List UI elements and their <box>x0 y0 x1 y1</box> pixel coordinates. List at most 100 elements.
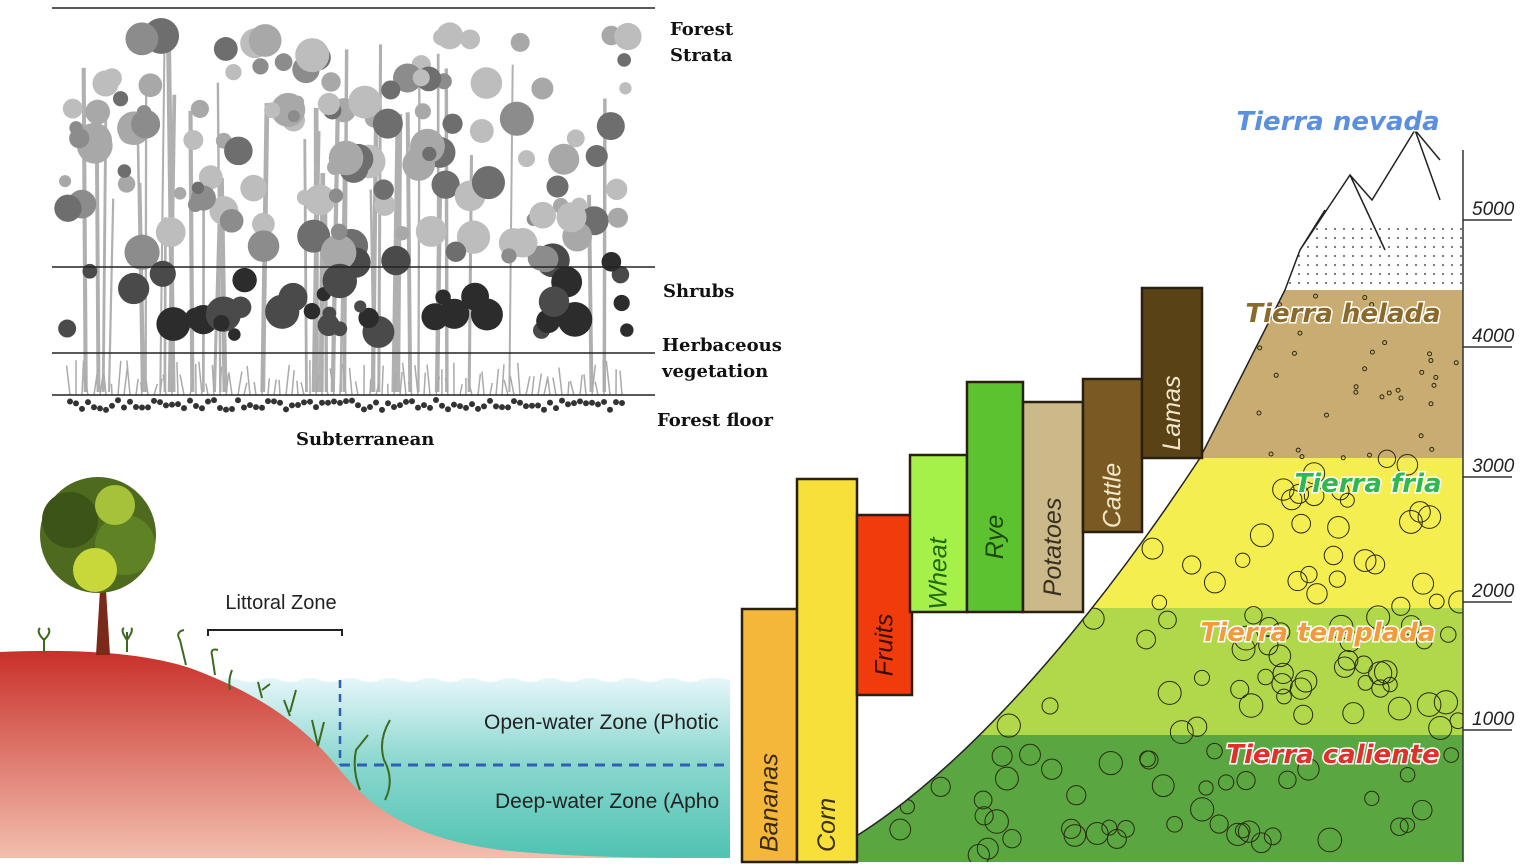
foliage <box>422 146 437 162</box>
floor-litter <box>619 399 625 406</box>
vegetation-mark <box>975 620 1000 645</box>
vegetation-mark <box>1401 615 1422 636</box>
floor-litter <box>469 401 475 408</box>
vegetation-mark <box>1272 478 1295 501</box>
floor-litter <box>157 399 163 406</box>
forest-strata-diagram: Forest Strata Shrubs Herbaceous vegetati… <box>52 7 782 450</box>
label-herbaceous: Herbaceous <box>662 335 782 356</box>
vegetation-mark <box>1390 817 1409 836</box>
vegetation-mark <box>884 424 890 430</box>
floor-litter <box>259 404 265 411</box>
tree-trunk <box>107 198 115 393</box>
vegetation-mark <box>1002 829 1022 849</box>
foliage <box>470 298 503 331</box>
vegetation-mark <box>974 806 994 826</box>
foliage <box>183 130 204 151</box>
grass <box>123 366 129 396</box>
grass <box>381 365 384 396</box>
grass <box>145 380 149 396</box>
floor-litter <box>127 398 133 405</box>
label-forest-floor: Forest floor <box>657 410 774 431</box>
vegetation-mark <box>1209 814 1229 834</box>
floor-litter <box>577 398 583 405</box>
vegetation-mark <box>1416 692 1442 717</box>
floor-litter <box>67 398 73 405</box>
vegetation-mark <box>958 394 964 400</box>
foliage <box>445 241 467 262</box>
vegetation-mark <box>1237 820 1261 843</box>
vegetation-mark <box>1206 742 1223 760</box>
vegetation-mark <box>882 370 888 376</box>
foliage <box>517 150 536 168</box>
vegetation-mark <box>1428 593 1445 610</box>
vegetation-mark <box>1368 661 1393 686</box>
vegetation-mark <box>886 379 892 385</box>
product-bar-lamas <box>1140 286 1204 460</box>
foliage <box>392 63 422 93</box>
foliage <box>585 145 608 168</box>
floor-litter <box>589 399 595 406</box>
floor-litter <box>193 402 199 409</box>
floor-litter <box>607 406 613 413</box>
grass <box>369 379 372 396</box>
grass <box>159 378 163 396</box>
grass <box>495 368 500 396</box>
grass <box>324 380 329 396</box>
vegetation-mark <box>1431 382 1437 388</box>
vegetation-mark <box>1440 626 1457 643</box>
foliage <box>469 119 494 143</box>
grass <box>153 383 159 396</box>
vegetation-mark <box>1323 545 1344 566</box>
grass <box>537 373 543 396</box>
vegetation-mark <box>965 703 988 726</box>
vegetation-mark <box>994 370 1000 376</box>
grass <box>503 379 509 396</box>
vegetation-mark <box>1428 358 1434 364</box>
vegetation-mark <box>1364 790 1380 807</box>
vegetation-mark <box>1198 780 1214 796</box>
foliage <box>54 194 82 222</box>
vegetation-mark <box>1166 815 1183 833</box>
grass <box>435 376 441 396</box>
vegetation-mark <box>1244 606 1263 625</box>
grass <box>176 362 179 396</box>
grass <box>414 365 419 396</box>
floor-litter <box>151 397 157 404</box>
foliage <box>395 226 410 241</box>
foliage <box>546 175 569 198</box>
grass <box>342 363 347 396</box>
vegetation-mark <box>950 341 956 347</box>
vegetation-mark <box>1226 822 1250 846</box>
foliage <box>613 294 630 312</box>
vegetation-mark <box>1409 501 1431 523</box>
floor-litter <box>349 397 355 404</box>
vegetation-mark <box>1268 451 1274 457</box>
floor-litter <box>481 403 487 410</box>
floor-litter <box>451 401 457 408</box>
foliage <box>330 223 348 241</box>
floor-litter <box>175 401 181 408</box>
floor-litter <box>103 406 109 413</box>
foliage <box>606 178 628 201</box>
vegetation-mark <box>1151 774 1175 798</box>
foliage <box>557 302 593 337</box>
floor-litter <box>421 402 427 409</box>
vegetation-mark <box>1190 797 1215 822</box>
foliage <box>619 82 632 95</box>
foliage <box>320 234 357 271</box>
foliage <box>617 53 631 67</box>
floor-litter <box>247 402 253 409</box>
grass <box>552 377 557 396</box>
tree-trunk <box>81 67 88 393</box>
product-bar-wheat <box>908 453 969 614</box>
vegetation-mark <box>1366 605 1391 630</box>
vegetation-mark <box>1449 712 1463 730</box>
vegetation-mark <box>1297 758 1320 781</box>
vegetation-mark <box>889 818 912 841</box>
vegetation-mark <box>1362 295 1368 301</box>
foliage <box>252 58 269 75</box>
floor-litter <box>169 401 175 408</box>
grass <box>93 369 99 396</box>
foliage <box>372 108 403 139</box>
